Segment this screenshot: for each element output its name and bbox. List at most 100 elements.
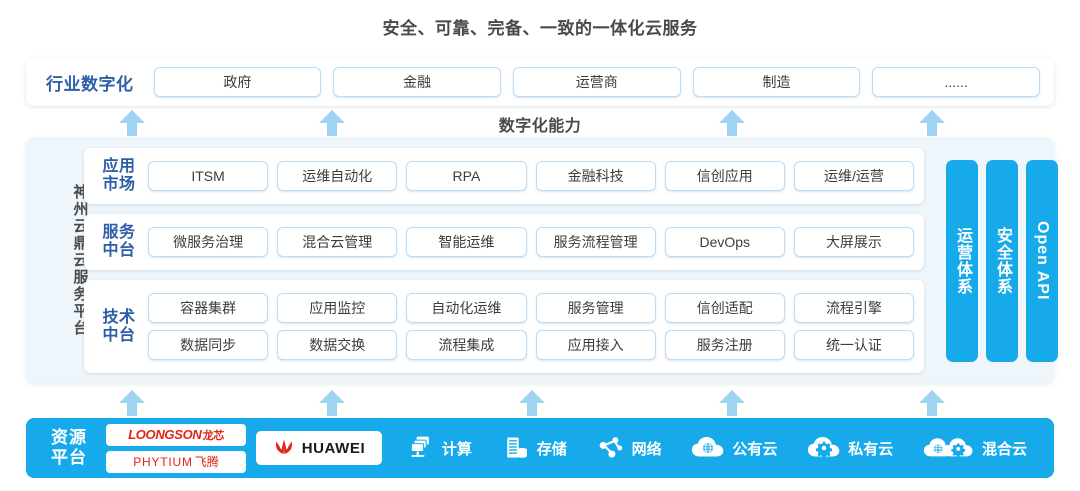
arrow-up-icon <box>319 110 345 136</box>
cloud-service-platform-panel: 神州云鼎云服务平台 应用 市场 ITSM 运维自动化 RPA 金融科技 信创应用… <box>26 138 1058 383</box>
item-service-process-management[interactable]: 服务流程管理 <box>535 227 656 257</box>
huawei-logo <box>275 439 292 454</box>
arrow-up-icon <box>119 390 145 416</box>
resource-item-compute[interactable]: 计算 <box>407 434 472 462</box>
industry-item-finance[interactable]: 金融 <box>333 67 501 97</box>
item-service-management[interactable]: 服务管理 <box>535 293 656 323</box>
item-xinchuang-app[interactable]: 信创应用 <box>664 161 785 191</box>
industry-item-manufacturing[interactable]: 制造 <box>692 67 861 97</box>
item-process-engine[interactable]: 流程引擎 <box>793 293 915 323</box>
industry-row-label: 行业数字化 <box>46 74 134 94</box>
tier-label-line2: 中台 <box>102 242 136 259</box>
item-itsm[interactable]: ITSM <box>148 161 269 191</box>
arrow-up-icon <box>719 110 745 136</box>
tier-label-line1: 技术 <box>102 308 136 326</box>
item-service-registration[interactable]: 服务注册 <box>664 330 785 360</box>
platform-tiers: 应用 市场 ITSM 运维自动化 RPA 金融科技 信创应用 运维/运营 <box>84 148 1058 373</box>
item-large-screen-display[interactable]: 大屏展示 <box>793 227 915 257</box>
item-row: 数据同步 数据交换 流程集成 应用接入 服务注册 统一认证 <box>148 330 915 360</box>
tier-label-application-market: 应用 市场 <box>90 158 144 194</box>
item-ops-operations[interactable]: 运维/运营 <box>793 161 915 191</box>
huawei-wordmark: HUAWEI <box>301 439 366 457</box>
loongson-cn: 龙芯 <box>202 429 225 442</box>
item-process-integration[interactable]: 流程集成 <box>406 330 527 360</box>
resource-item-label: 存储 <box>536 440 567 458</box>
resource-label-line1: 资源 <box>51 428 87 448</box>
tier-items-service-platform: 微服务治理 混合云管理 智能运维 服务流程管理 DevOps 大屏展示 <box>144 227 918 257</box>
item-application-access[interactable]: 应用接入 <box>535 330 656 360</box>
item-row: 容器集群 应用监控 自动化运维 服务管理 信创适配 流程引擎 <box>148 293 915 323</box>
tier-label-line1: 服务 <box>102 224 136 242</box>
page-title: 安全、可靠、完备、一致的一体化云服务 <box>382 19 698 38</box>
tier-label-technology-platform: 技术 中台 <box>90 309 144 345</box>
vendor-huawei[interactable]: HUAWEI <box>256 431 382 465</box>
item-data-exchange[interactable]: 数据交换 <box>277 330 398 360</box>
tier-items-application-market: ITSM 运维自动化 RPA 金融科技 信创应用 运维/运营 <box>144 161 918 191</box>
capability-band-label: 数字化能力 <box>498 118 582 135</box>
item-application-monitoring[interactable]: 应用监控 <box>277 293 398 323</box>
phytium-wordmark: PHYTIUM <box>133 455 193 469</box>
arrow-up-icon <box>919 390 945 416</box>
item-unified-authentication[interactable]: 统一认证 <box>793 330 915 360</box>
tier-label-line2: 市场 <box>102 176 136 193</box>
item-fintech[interactable]: 金融科技 <box>535 161 656 191</box>
tier-label-line2: 中台 <box>102 326 136 344</box>
resource-item-list: 计算 存储 <box>382 434 1042 462</box>
vertical-bar-security-system[interactable]: 安全体系 <box>986 160 1018 362</box>
arrow-up-icon <box>119 110 145 136</box>
tier-technology-platform: 技术 中台 容器集群 应用监控 自动化运维 服务管理 信创适配 流程引擎 数据同… <box>84 280 924 373</box>
item-rpa[interactable]: RPA <box>406 161 527 191</box>
resource-item-label: 私有云 <box>848 440 894 458</box>
servers-icon <box>410 436 429 457</box>
vendor-loongson[interactable]: LOONGSON龙芯 <box>106 423 246 446</box>
resource-item-hybrid-cloud[interactable]: 混合云 <box>923 435 1027 461</box>
public-cloud-icon <box>692 436 724 457</box>
loongson-wordmark: LOONGSON <box>128 426 202 442</box>
item-devops[interactable]: DevOps <box>664 227 785 257</box>
private-cloud-icon <box>808 436 840 458</box>
resource-item-private-cloud[interactable]: 私有云 <box>807 435 893 461</box>
arrow-up-icon <box>919 110 945 136</box>
item-ops-automation[interactable]: 运维自动化 <box>277 161 398 191</box>
loongson-logo: LOONGSON龙芯 <box>128 427 224 443</box>
resource-label-line2: 平台 <box>51 448 87 467</box>
vertical-bar-open-api[interactable]: Open API <box>1026 160 1058 362</box>
resource-item-network[interactable]: 网络 <box>597 434 662 462</box>
hybrid-cloud-icon <box>923 438 973 458</box>
item-xinchuang-adaptation[interactable]: 信创适配 <box>664 293 785 323</box>
tier-label-service-platform: 服务 中台 <box>90 224 144 260</box>
item-microservice-governance[interactable]: 微服务治理 <box>148 227 269 257</box>
tier-service-platform: 服务 中台 微服务治理 混合云管理 智能运维 服务流程管理 DevOps 大屏展… <box>84 214 924 270</box>
industry-item-telecom[interactable]: 运营商 <box>512 67 681 97</box>
arrow-up-icon <box>319 390 345 416</box>
item-intelligent-ops[interactable]: 智能运维 <box>406 227 527 257</box>
item-row: 微服务治理 混合云管理 智能运维 服务流程管理 DevOps 大屏展示 <box>148 227 915 257</box>
arrow-up-icon <box>719 390 745 416</box>
industry-item-more[interactable]: ...... <box>872 67 1041 97</box>
resource-item-label: 计算 <box>441 440 472 458</box>
item-automated-ops[interactable]: 自动化运维 <box>406 293 527 323</box>
resource-item-public-cloud[interactable]: 公有云 <box>691 435 777 461</box>
item-data-sync[interactable]: 数据同步 <box>148 330 269 360</box>
network-icon <box>599 437 622 458</box>
resource-item-storage[interactable]: 存储 <box>502 434 567 462</box>
tier-application-market: 应用 市场 ITSM 运维自动化 RPA 金融科技 信创应用 运维/运营 <box>84 148 924 204</box>
item-hybrid-cloud-management[interactable]: 混合云管理 <box>277 227 398 257</box>
resource-platform-label: 资源 平台 <box>38 428 100 467</box>
industry-digitalization-row: 行业数字化 政府 金融 运营商 制造 ...... <box>26 58 1054 106</box>
resource-item-label: 网络 <box>631 440 662 458</box>
item-row: ITSM 运维自动化 RPA 金融科技 信创应用 运维/运营 <box>148 161 915 191</box>
resource-item-label: 混合云 <box>982 440 1028 458</box>
item-container-cluster[interactable]: 容器集群 <box>148 293 269 323</box>
tier-label-line1: 应用 <box>102 158 136 176</box>
phytium-cn: 飞腾 <box>194 455 219 469</box>
storage-icon <box>506 437 527 458</box>
industry-item-government[interactable]: 政府 <box>153 67 322 97</box>
vertical-bar-operation-system[interactable]: 运营体系 <box>946 160 978 362</box>
tier-items-technology-platform: 容器集群 应用监控 自动化运维 服务管理 信创适配 流程引擎 数据同步 数据交换… <box>144 293 918 360</box>
